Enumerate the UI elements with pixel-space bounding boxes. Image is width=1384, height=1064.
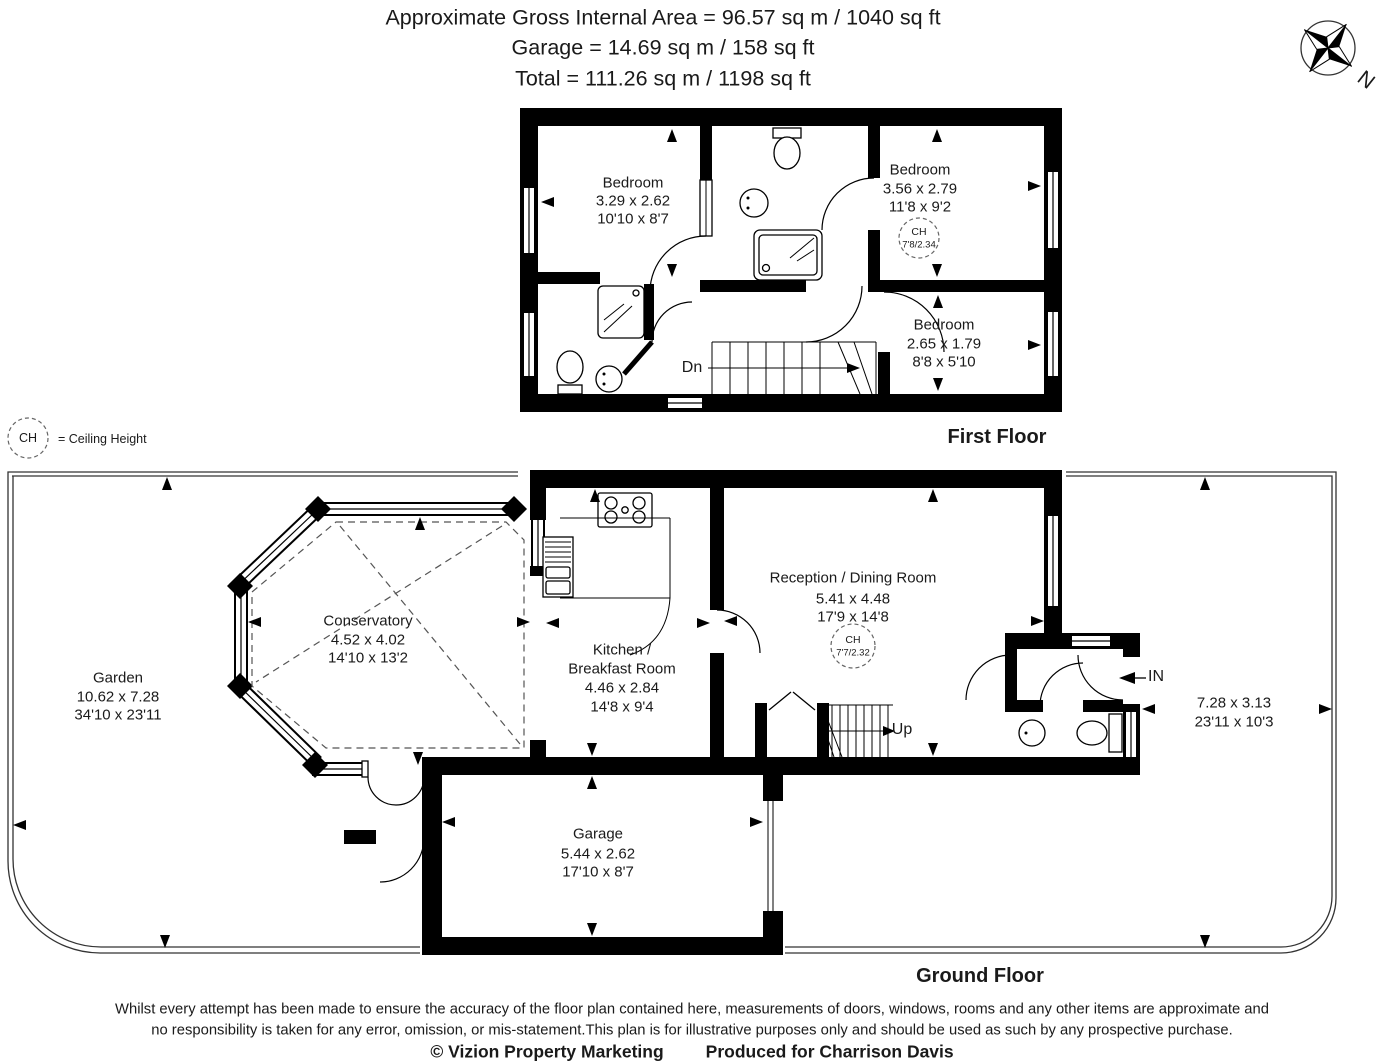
ceiling-height-legend-circle [7, 417, 49, 459]
entrance-arrow-icon [1119, 672, 1146, 684]
ground-floor-title: Ground Floor [916, 965, 1044, 987]
ground-floor-walls [344, 470, 1140, 955]
header-total-area: Total = 111.26 sq m / 1198 sq ft [515, 66, 811, 91]
first-floor-title: First Floor [947, 426, 1047, 448]
side-area-imperial: 23'11 x 10'3 [1194, 713, 1274, 731]
wc-fixtures [1018, 713, 1123, 753]
garden-boundary [7, 471, 1337, 954]
bathroom-bottom-fixtures [556, 285, 645, 395]
bathroom-top-fixtures [739, 127, 823, 281]
compass-rose-icon [1300, 20, 1356, 76]
bedroom-1-metric: 3.29 x 2.62 [595, 192, 671, 210]
bedroom-3-metric: 2.65 x 1.79 [906, 335, 982, 353]
bedroom-2-ch-value: 7'8/2.34 [902, 239, 936, 251]
reception-imperial: 17'9 x 14'8 [817, 608, 889, 626]
conservatory-metric: 4.52 x 4.02 [330, 631, 406, 649]
copyright-text: © Vizion Property Marketing [430, 1041, 664, 1062]
garage-imperial: 17'10 x 8'7 [562, 863, 634, 881]
garden-imperial: 34'10 x 23'11 [74, 706, 162, 724]
dimension-arrows-first-floor [541, 129, 1041, 391]
reception-ch-value: 7'7/2.32 [836, 647, 870, 659]
conservatory-footprint [228, 494, 536, 780]
reception-ch-symbol: CH [845, 633, 861, 646]
ground-floor-doors [716, 609, 1124, 711]
header-garage-area: Garage = 14.69 sq m / 158 sq ft [511, 35, 815, 60]
conservatory-imperial: 14'10 x 13'2 [328, 649, 408, 667]
kitchen-metric: 4.46 x 2.84 [584, 679, 660, 697]
bedroom-2-imperial: 11'8 x 9'2 [888, 198, 952, 216]
conservatory-name: Conservatory [323, 612, 413, 630]
kitchen-name-1: Kitchen / [592, 641, 652, 659]
produced-for-text: Produced for Charrison Davis [705, 1041, 954, 1062]
ceiling-height-circle-bedroom [898, 217, 940, 259]
stairs-up-label: Up [891, 721, 913, 738]
garden-metric: 10.62 x 7.28 [76, 688, 160, 706]
bedroom-1-imperial: 10'10 x 8'7 [597, 210, 669, 228]
bedroom-1-name: Bedroom [602, 174, 664, 192]
ch-legend-meaning: = Ceiling Height [58, 431, 147, 446]
ch-legend-symbol: CH [18, 430, 38, 445]
stairs-down-label: Dn [681, 359, 703, 376]
bedroom-3-imperial: 8'8 x 5'10 [912, 353, 976, 371]
kitchen-fixtures [542, 492, 671, 656]
disclaimer-line-2: no responsibility is taken for any error… [151, 1022, 1233, 1039]
bedroom-2-ch-symbol: CH [911, 225, 927, 238]
garage-name: Garage [572, 825, 624, 843]
ceiling-height-circle-reception [830, 623, 876, 669]
reception-metric: 5.41 x 4.48 [815, 590, 891, 608]
kitchen-name-2: Breakfast Room [568, 660, 676, 678]
garage-footprint [420, 754, 785, 954]
first-floor-doors [622, 177, 945, 376]
garage-metric: 5.44 x 2.62 [560, 845, 636, 863]
footer-credits: © Vizion Property Marketing Produced for… [430, 1043, 953, 1061]
reception-name: Reception / Dining Room [769, 569, 937, 587]
header-gross-area: Approximate Gross Internal Area = 96.57 … [385, 5, 941, 30]
disclaimer-line-1: Whilst every attempt has been made to en… [115, 1001, 1269, 1018]
staircase-up [821, 704, 895, 758]
conservatory-structure [227, 496, 527, 806]
bedroom-3-name: Bedroom [913, 316, 975, 334]
staircase-down [708, 341, 877, 395]
kitchen-imperial: 14'8 x 9'4 [590, 698, 654, 716]
entrance-in-label: IN [1148, 668, 1164, 685]
side-area-metric: 7.28 x 3.13 [1196, 694, 1272, 712]
dimension-arrows-ground [13, 477, 1332, 948]
ground-floor-windows [531, 516, 1138, 757]
first-floor-windows [522, 172, 1060, 410]
bedroom-2-name: Bedroom [889, 161, 951, 179]
garage-door [767, 801, 774, 911]
garden-name: Garden [92, 669, 144, 687]
bedroom-2-metric: 3.56 x 2.79 [882, 180, 958, 198]
